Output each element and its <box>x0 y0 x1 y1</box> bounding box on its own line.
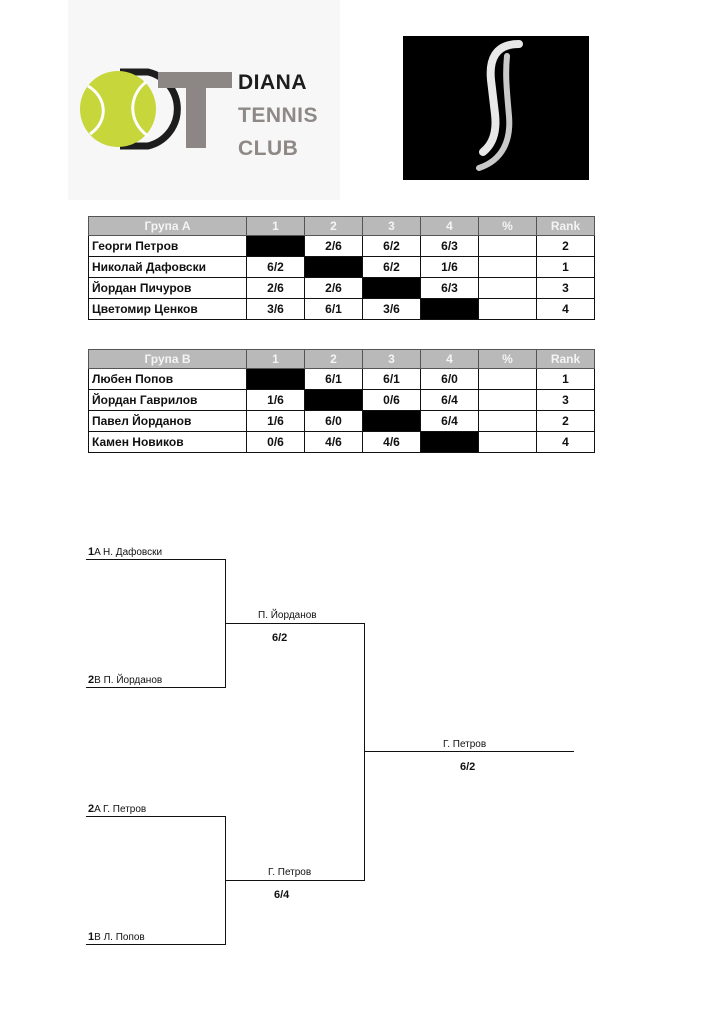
seed-number: 1 <box>88 931 95 943</box>
header-col-1: 1 <box>246 216 305 236</box>
header-col-3: 3 <box>362 216 421 236</box>
player-name: П. Йорданов <box>103 675 163 686</box>
club-name-line2: TENNIS <box>238 104 319 127</box>
header-col-2: 2 <box>304 216 363 236</box>
semi-score-1: 6/2 <box>272 632 288 644</box>
bracket-line <box>364 751 574 752</box>
seed-group: B <box>94 932 101 943</box>
seed-number: 1 <box>88 546 95 558</box>
table-row: Цветомир Ценков 3/6 6/1 3/6 4 <box>88 298 595 320</box>
seed-number: 2 <box>88 674 95 686</box>
score-cell: 4/6 <box>304 431 363 453</box>
player-name: Г. Петров <box>103 804 147 815</box>
score-cell: 4/6 <box>362 431 421 453</box>
final-score: 6/2 <box>460 761 476 773</box>
table-row: Йордан Пичуров 2/6 2/6 6/3 3 <box>88 277 595 299</box>
score-cell: 6/1 <box>304 298 363 320</box>
bracket-slot-r1-1: 1A Н. Дафовски <box>88 546 162 559</box>
group-b-table: Група B 1 2 3 4 % Rank Любен Попов 6/1 6… <box>88 349 595 453</box>
header-rank: Rank <box>536 216 595 236</box>
blocked-cell <box>246 235 305 257</box>
player-name: Л. Попов <box>103 932 145 943</box>
seed-group: A <box>94 547 101 558</box>
bracket-line <box>86 816 226 817</box>
bracket-slot-r1-3: 2A Г. Петров <box>88 803 146 816</box>
bracket-line <box>86 944 226 945</box>
bracket-semi-winner-2: Г. Петров <box>268 867 312 878</box>
rank-cell: 4 <box>536 298 595 320</box>
bracket-line <box>225 623 365 624</box>
header-percent: % <box>478 349 537 369</box>
header-group: Група B <box>88 349 247 369</box>
bracket-line <box>86 559 226 560</box>
rank-cell: 1 <box>536 256 595 278</box>
score-cell: 6/4 <box>420 389 479 411</box>
header-rank: Rank <box>536 349 595 369</box>
header-percent: % <box>478 216 537 236</box>
player-name: Йордан Пичуров <box>88 277 247 299</box>
score-cell: 0/6 <box>246 431 305 453</box>
seed-group: A <box>94 804 101 815</box>
blocked-cell <box>420 431 479 453</box>
sponsor-logo <box>403 36 589 180</box>
bracket-semi-winner-1: П. Йорданов <box>258 610 317 621</box>
semi-score-2: 6/4 <box>274 889 290 901</box>
club-name-line1: DIANA <box>238 71 307 94</box>
player-name: Камен Новиков <box>88 431 247 453</box>
seed-group: B <box>94 675 101 686</box>
player-name: Н. Дафовски <box>103 547 163 558</box>
tennis-ball-logo-icon <box>80 68 232 150</box>
seed-number: 2 <box>88 803 95 815</box>
blocked-cell <box>304 256 363 278</box>
bracket-slot-r1-4: 1B Л. Попов <box>88 931 145 944</box>
club-name-line3: CLUB <box>238 137 299 160</box>
header-group: Група A <box>88 216 247 236</box>
bracket-line <box>225 880 365 881</box>
rank-cell: 4 <box>536 431 595 453</box>
blocked-cell <box>420 298 479 320</box>
blocked-cell <box>362 410 421 432</box>
player-name: Йордан Гаврилов <box>88 389 247 411</box>
club-name: DIANA TENNIS CLUB <box>238 66 318 165</box>
bracket-final-winner: Г. Петров <box>443 739 487 750</box>
group-a-header-row: Група A 1 2 3 4 % Rank <box>88 216 595 236</box>
table-row: Камен Новиков 0/6 4/6 4/6 4 <box>88 431 595 453</box>
table-row: Йордан Гаврилов 1/6 0/6 6/4 3 <box>88 389 595 411</box>
group-a-table: Група A 1 2 3 4 % Rank Георги Петров 2/6… <box>88 216 595 320</box>
player-name: Павел Йорданов <box>88 410 247 432</box>
score-cell: 6/4 <box>420 410 479 432</box>
header-col-4: 4 <box>420 349 479 369</box>
bracket-line <box>364 623 365 881</box>
bracket-slot-r1-2: 2B П. Йорданов <box>88 674 162 687</box>
bracket-line <box>86 687 226 688</box>
table-row: Георги Петров 2/6 6/2 6/3 2 <box>88 235 595 257</box>
group-b-header-row: Група B 1 2 3 4 % Rank <box>88 349 595 369</box>
score-cell: 3/6 <box>362 298 421 320</box>
player-name: Цветомир Ценков <box>88 298 247 320</box>
player-name: Николай Дафовски <box>88 256 247 278</box>
stylized-s-icon <box>476 40 523 171</box>
